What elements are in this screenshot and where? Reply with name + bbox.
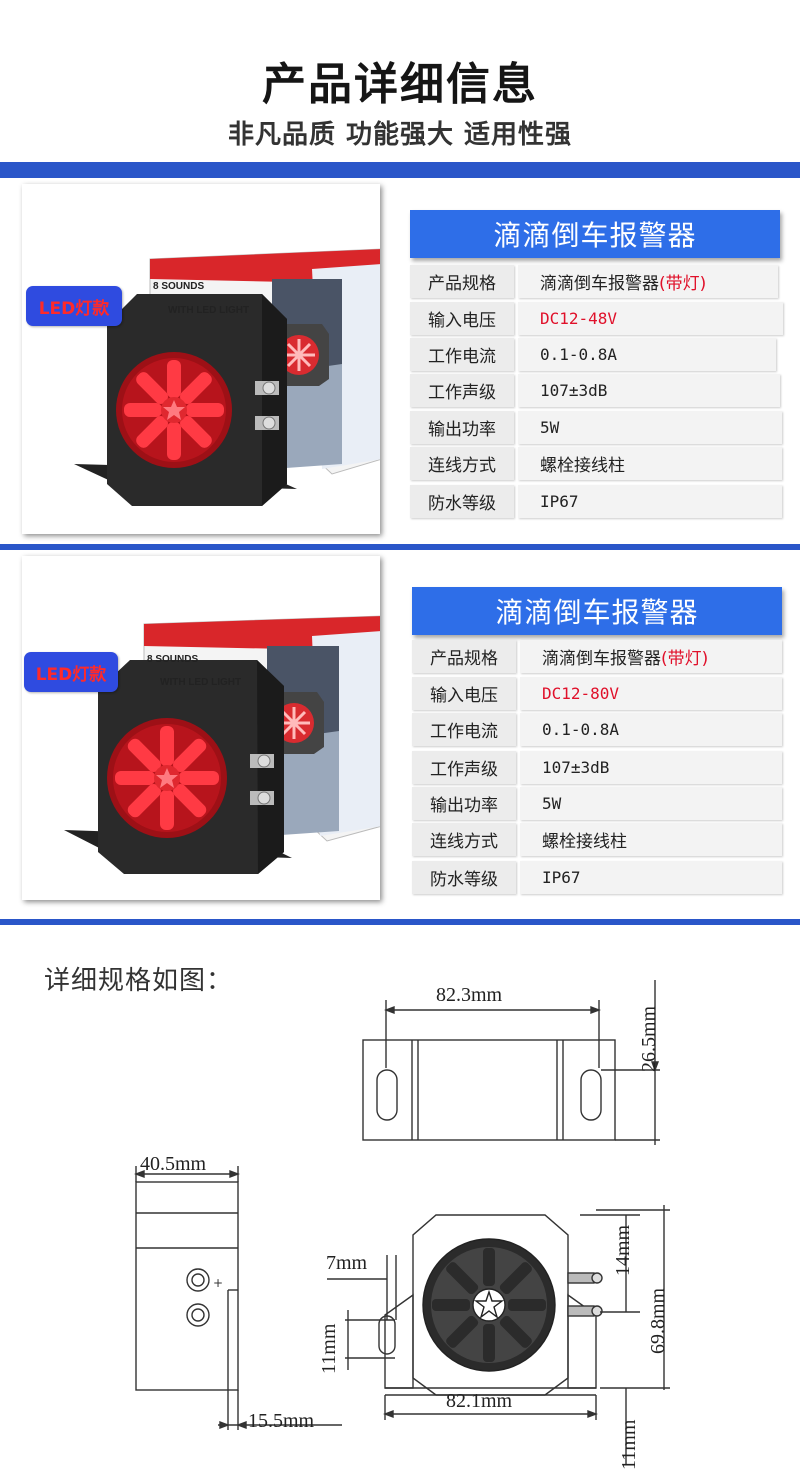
dim-label: 26.5mm [638,1005,660,1072]
drawing-title: 详细规格如图： [44,966,234,996]
spec-label: 输入电压 [410,302,514,335]
side-view: + [134,1166,342,1430]
spec-label: 输出功率 [410,411,514,444]
alarm-illustration [64,615,380,874]
alarm-illustration [74,248,380,506]
box-label: 8 SOUNDS [153,281,205,292]
spec-label: 防水等级 [412,861,516,894]
spec-value-red: (带灯) [661,649,709,669]
dim-label: 82.3mm [436,984,503,1006]
spec-table: 滴滴倒车报警器 产品规格 滴滴倒车报警器(带灯) 输入电压 DC12-48V 工… [410,210,784,530]
box-label: WITH LED LIGHT [168,305,250,316]
spec-table-title: 滴滴倒车报警器 [410,210,780,258]
divider-bar [0,544,800,550]
box-label: WITH LED LIGHT [160,677,242,688]
spec-value: 5W [520,787,782,820]
spec-label: 工作声级 [410,374,514,407]
page-title: 产品详细信息 [262,59,538,110]
spec-label: 工作电流 [412,713,516,746]
spec-value: DC12-80V [520,677,782,710]
spec-label: 输入电压 [412,677,516,710]
dim-label: 11mm [618,1419,640,1470]
spec-value: 5W [518,411,782,444]
spec-label: 输出功率 [412,787,516,820]
spec-label: 连线方式 [412,823,516,856]
top-view [362,980,660,1145]
dim-label: 82.1mm [446,1390,513,1412]
led-badge: LED灯款 [26,286,122,326]
spec-value-text: 滴滴倒车报警器 [540,274,659,294]
spec-table-title: 滴滴倒车报警器 [412,587,782,635]
spec-value-red: DC12-48V [540,309,618,328]
led-badge: LED灯款 [24,652,118,692]
front-view [327,1205,670,1465]
spec-value: 107±3dB [520,751,782,784]
spec-value: 0.1-0.8A [520,713,782,746]
page-subtitle: 非凡品质 功能强大 适用性强 [227,120,573,150]
spec-label: 产品规格 [410,265,514,298]
spec-value: DC12-48V [518,302,783,335]
dim-label: 14mm [612,1224,634,1276]
spec-value: 螺栓接线柱 [520,823,782,856]
spec-value: 0.1-0.8A [518,338,776,371]
spec-label: 产品规格 [412,640,516,673]
spec-label: 防水等级 [410,485,514,518]
spec-value-red: DC12-80V [542,684,620,703]
product-photo: 8 SOUNDS WITH LED LIGHT LED灯款 [22,184,380,534]
spec-value: IP67 [518,485,782,518]
dim-label: 69.8mm [647,1287,669,1354]
box-label: 8 SOUNDS [147,654,199,665]
spec-value: 107±3dB [518,374,780,407]
product-photo: 8 SOUNDS WITH LED LIGHT LED灯款 [22,556,380,900]
divider-bar [0,162,800,178]
dim-label: 11mm [318,1323,340,1374]
spec-label: 连线方式 [410,447,514,480]
dim-label: 40.5mm [140,1153,207,1175]
spec-label: 工作电流 [410,338,514,371]
spec-value-red: (带灯) [659,274,707,294]
spec-value: 滴滴倒车报警器(带灯) [520,640,782,673]
spec-value: 滴滴倒车报警器(带灯) [518,265,778,298]
dim-label: 15.5mm [248,1410,315,1432]
spec-value-text: 滴滴倒车报警器 [542,649,661,669]
technical-drawing: + [134,980,670,1465]
spec-label: 工作声级 [412,751,516,784]
spec-table: 滴滴倒车报警器 产品规格 滴滴倒车报警器(带灯) 输入电压 DC12-80V 工… [412,587,786,907]
divider-bar [0,919,800,925]
dim-label: 7mm [326,1252,368,1274]
spec-value: 螺栓接线柱 [518,447,782,480]
spec-value: IP67 [520,861,782,894]
svg-text:+: + [213,1276,223,1290]
